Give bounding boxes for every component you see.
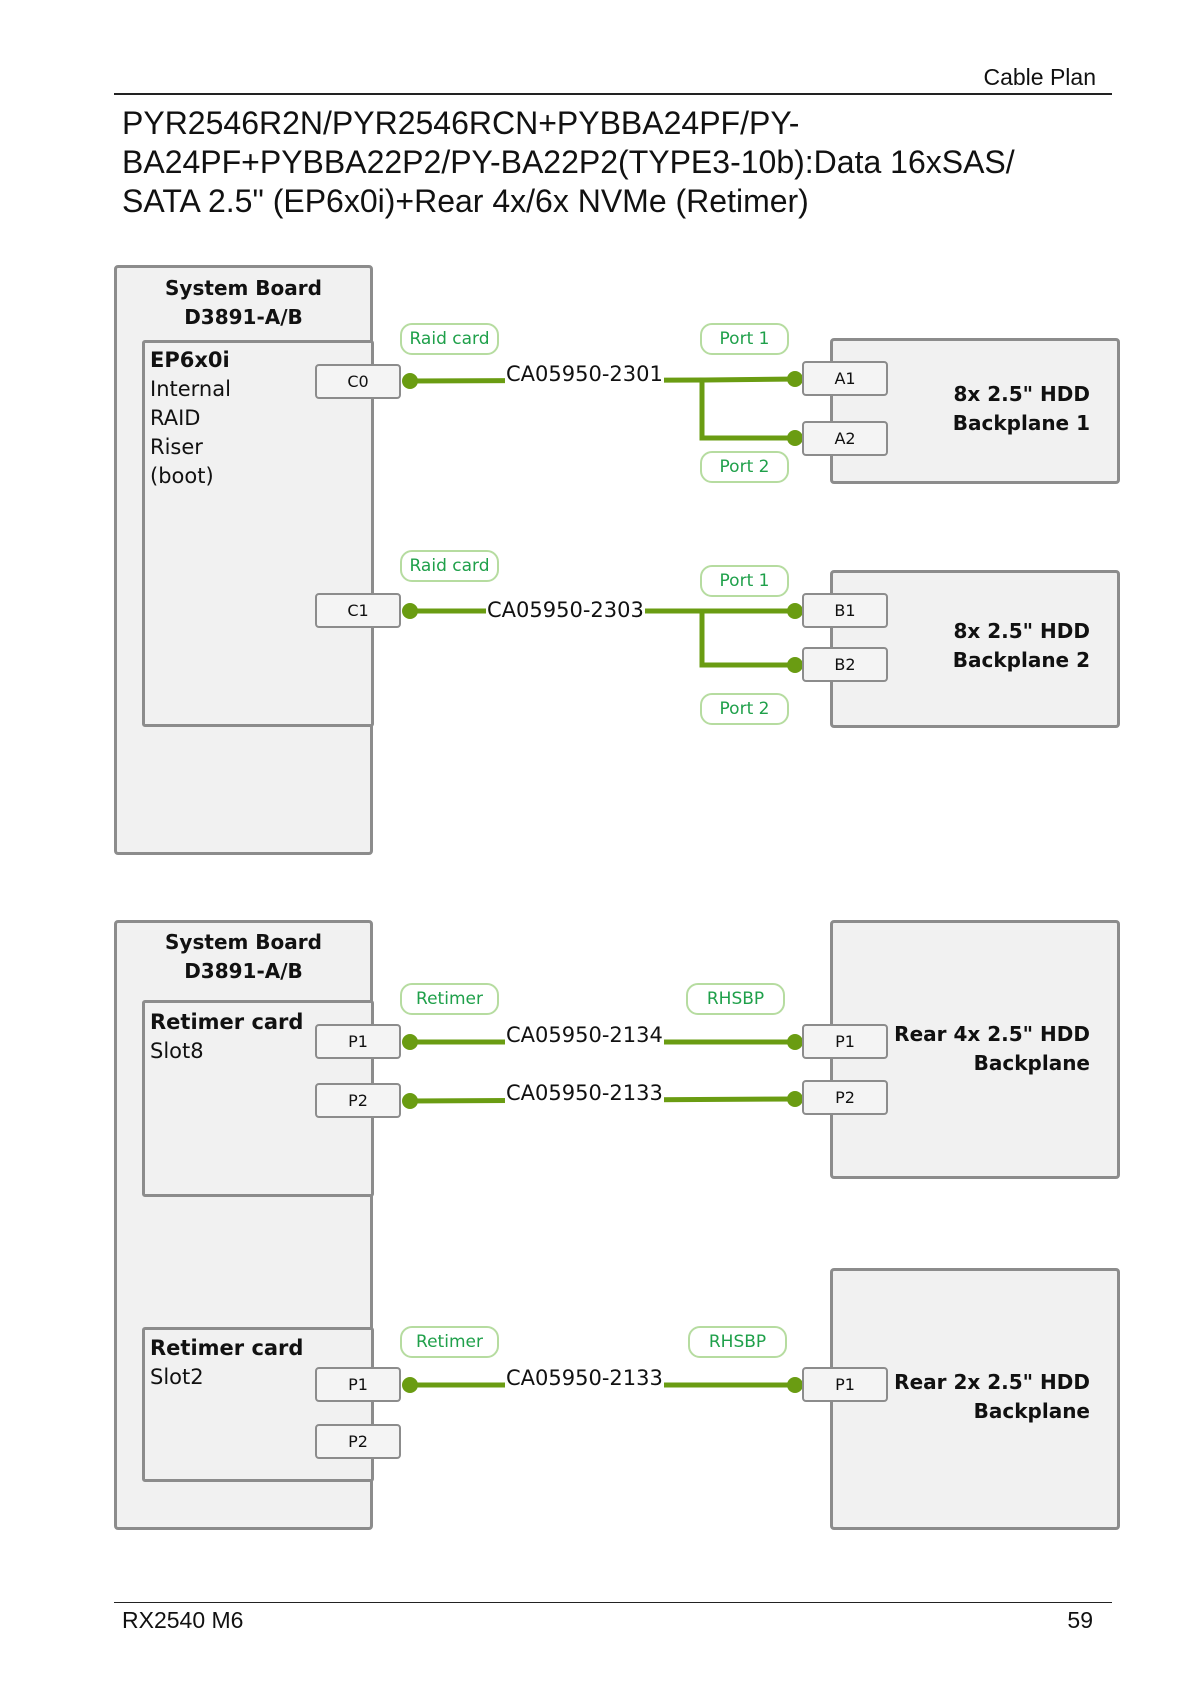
retimer-name: Retimer card [150,1336,304,1360]
rear-backplane-1-line1: Rear 4x 2.5" HDD [894,1022,1090,1046]
backplane-2-line2: Backplane 2 [952,648,1090,672]
page-title: PYR2546R2N/PYR2546RCN+PYBBA24PF/PY-BA24P… [122,105,1015,219]
retimer-card-slot2-label: Retimer card Slot2 [142,1328,303,1392]
rhsbp-pill: RHSBP [686,983,785,1015]
cable-label-2301: CA05950-2301 [505,362,664,386]
raid-card-pill: Raid card [400,550,499,582]
cable-end-dot [787,1034,803,1050]
rear-backplane-2-line2: Backplane [973,1399,1090,1423]
system-board-line1: System Board [165,930,322,954]
port-c0: C0 [315,364,401,399]
cable-end-dot [402,1093,418,1109]
controller-name: EP6x0i [150,348,230,372]
cable-end-dot [787,371,803,387]
retimer-slot: Slot2 [150,1365,204,1389]
cable-2303-branch [699,608,798,668]
port-retimer2-p2: P2 [315,1424,401,1459]
cable-end-dot [402,373,418,389]
port-b2: B2 [802,647,888,682]
rear-backplane-2-title: Rear 2x 2.5" HDD Backplane [880,1368,1090,1426]
port-rear-bp2-p1: P1 [802,1367,888,1402]
system-board-title-2: System Board D3891-A/B [114,928,373,986]
footer-model: RX2540 M6 [122,1607,244,1633]
system-board-title-1: System Board D3891-A/B [114,274,373,332]
cable-label-2303: CA05950-2303 [486,598,645,622]
system-board-line2: D3891-A/B [184,305,303,329]
cable-2301-branch [699,377,798,441]
controller-line: Riser [150,435,203,459]
retimer-pill: Retimer [400,983,499,1015]
system-board-line1: System Board [165,276,322,300]
cable-label-2133: CA05950-2133 [505,1081,664,1105]
backplane-1-line2: Backplane 1 [952,411,1090,435]
backplane-1-line1: 8x 2.5" HDD [953,382,1090,406]
port2-pill: Port 2 [700,451,789,483]
footer-page-number: 59 [1067,1607,1093,1633]
port-c1: C1 [315,593,401,628]
controller-line: (boot) [150,464,214,488]
cable-end-dot [402,603,418,619]
rear-backplane-2-line1: Rear 2x 2.5" HDD [894,1370,1090,1394]
rear-backplane-1-title: Rear 4x 2.5" HDD Backplane [880,1020,1090,1078]
raid-controller-label: EP6x0i Internal RAID Riser (boot) [142,340,231,491]
header-rule [114,93,1112,95]
raid-controller-box [142,340,374,727]
cable-end-dot [787,1091,803,1107]
port-a1: A1 [802,361,888,396]
port-rear-bp1-p2: P2 [802,1080,888,1115]
retimer-pill: Retimer [400,1326,499,1358]
cable-end-dot [787,603,803,619]
port-b1: B1 [802,593,888,628]
controller-line: Internal [150,377,231,401]
port1-pill: Port 1 [700,323,789,355]
port-a2: A2 [802,421,888,456]
port-rear-bp1-p1: P1 [802,1024,888,1059]
backplane-1-title: 8x 2.5" HDD Backplane 1 [880,380,1090,438]
cable-label-2133: CA05950-2133 [505,1366,664,1390]
backplane-2-title: 8x 2.5" HDD Backplane 2 [880,617,1090,675]
port2-pill: Port 2 [700,693,789,725]
cable-label-2134: CA05950-2134 [505,1023,664,1047]
cable-end-dot [787,1377,803,1393]
cable-end-dot [787,657,803,673]
system-board-line2: D3891-A/B [184,959,303,983]
backplane-2-line1: 8x 2.5" HDD [953,619,1090,643]
port-retimer8-p2: P2 [315,1083,401,1118]
retimer-name: Retimer card [150,1010,304,1034]
footer-rule [114,1602,1112,1603]
raid-card-pill: Raid card [400,323,499,355]
rear-backplane-1-line2: Backplane [973,1051,1090,1075]
cable-end-dot [402,1034,418,1050]
rhsbp-pill: RHSBP [688,1326,787,1358]
retimer-slot: Slot8 [150,1039,204,1063]
port-retimer8-p1: P1 [315,1024,401,1059]
controller-line: RAID [150,406,201,430]
retimer-card-slot8-label: Retimer card Slot8 [142,1002,303,1066]
cable-end-dot [787,430,803,446]
port1-pill: Port 1 [700,565,789,597]
cable-end-dot [402,1377,418,1393]
section-header: Cable Plan [983,64,1096,90]
port-retimer2-p1: P1 [315,1367,401,1402]
